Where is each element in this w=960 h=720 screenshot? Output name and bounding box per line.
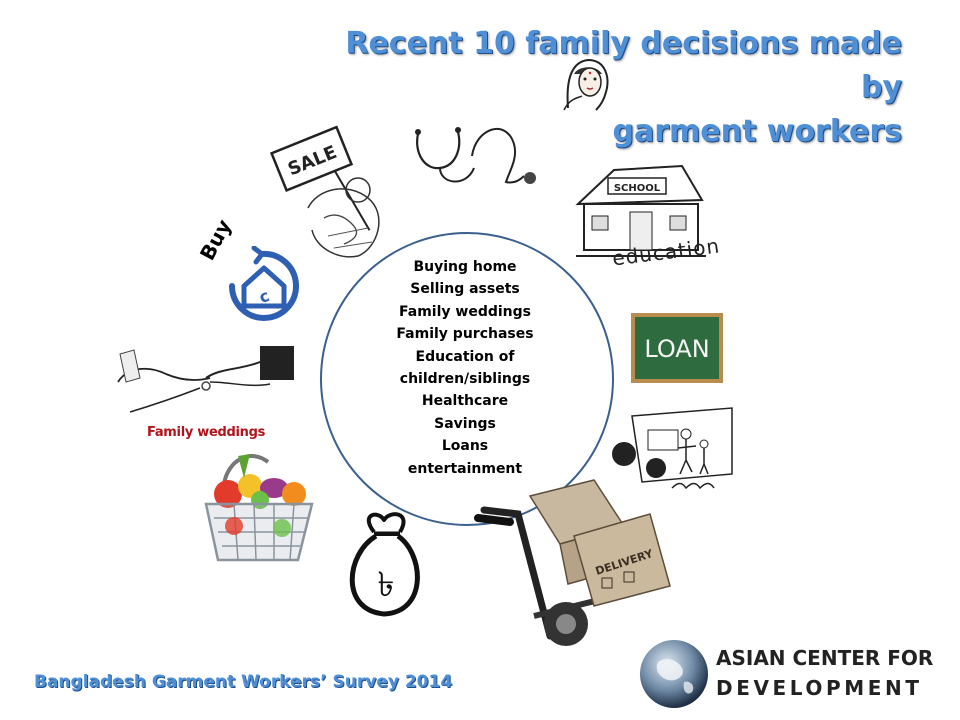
decision-item: Loans — [441, 438, 489, 455]
school-building-icon: SCHOOL — [575, 164, 706, 257]
decision-item: Healthcare — [421, 393, 509, 410]
money-bag-icon: ৳ — [349, 512, 420, 617]
title-line-2: garment workers — [612, 114, 902, 149]
house-buy-icon: c — [229, 246, 299, 321]
stethoscope-icon — [415, 127, 536, 184]
decision-item: children/siblings — [399, 371, 531, 388]
grocery-basket-icon — [204, 454, 314, 562]
decisions-list: Buying home Selling assets Family weddin… — [370, 256, 560, 480]
decision-item: Savings — [434, 415, 496, 432]
title-line-1: Recent 10 family decisions made by — [345, 26, 902, 105]
survey-footer: Bangladesh Garment Workers’ Survey 2014 — [34, 672, 453, 692]
loan-text: LOAN — [644, 335, 709, 363]
school-text: SCHOOL — [614, 183, 661, 194]
decision-item: Education of — [415, 348, 515, 365]
decision-item: Buying home — [413, 259, 517, 275]
decisions-circle — [320, 232, 614, 526]
page-title: Recent 10 family decisions made by garme… — [342, 22, 902, 154]
loan-board-icon: LOAN — [631, 313, 723, 383]
taka-symbol: ৳ — [378, 565, 395, 605]
org-name-line-2: DEVELOPMENT — [716, 676, 923, 700]
woman-portrait-icon — [563, 58, 609, 111]
decision-item: Family purchases — [396, 326, 534, 343]
globe-icon — [640, 640, 708, 708]
family-weddings-label: Family weddings — [147, 425, 266, 440]
decision-item: entertainment — [407, 460, 523, 477]
delivery-trolley-icon: DELIVERY — [474, 479, 671, 646]
org-name-line-1: ASIAN CENTER FOR — [716, 646, 934, 670]
sale-sign-icon: SALE — [269, 125, 380, 258]
classroom-scene-icon — [612, 407, 733, 490]
decision-item: Selling assets — [410, 281, 520, 298]
decision-item: Family weddings — [399, 303, 531, 320]
wedding-hands-icon — [117, 346, 294, 413]
